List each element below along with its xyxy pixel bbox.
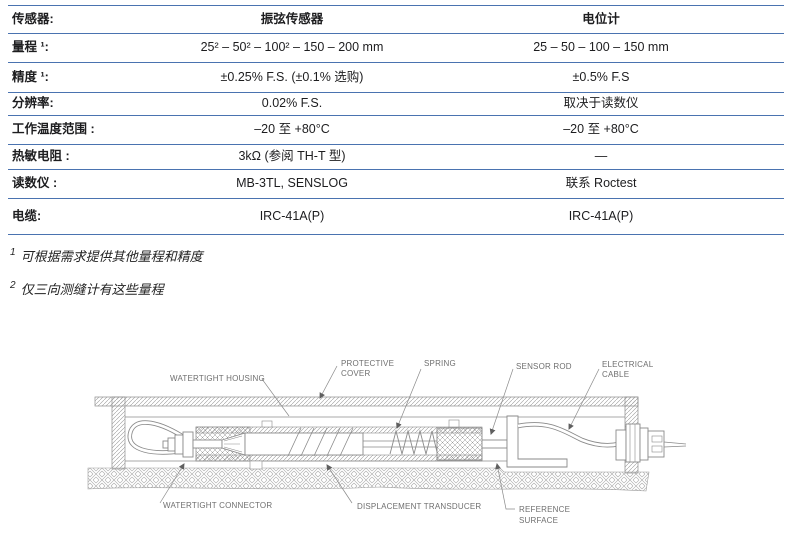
vw-value: 25² – 50² – 100² – 150 – 200 mm (200, 40, 384, 55)
label-watertight-housing: WATERTIGHT HOUSING (170, 374, 265, 383)
pot-value: 电位计 (582, 11, 620, 26)
label-reference-surface-1: REFERENCE (519, 505, 570, 514)
leader-lines (159, 365, 600, 510)
table-row-thermistor: 热敏电阻 : 3kΩ (参阅 TH-T 型) — (8, 144, 784, 169)
vw-value: ±0.25% F.S. (±0.1% 选购) (220, 69, 364, 84)
sensor-assembly (127, 415, 687, 470)
label-protective-cover-2: COVER (341, 369, 370, 378)
pot-value: 取决于读数仪 (563, 96, 639, 111)
ground-hatching (87, 467, 650, 492)
footnote-2: 2 仅三向测缝计有这些量程 (10, 276, 203, 300)
spec-table: 传感器: 振弦传感器 电位计 量程 ¹: 25² – 50² – 100² – … (8, 5, 784, 235)
table-row-sensor: 传感器: 振弦传感器 电位计 (8, 5, 784, 33)
table-row-readout: 读数仪 : MB-3TL, SENSLOG 联系 Roctest (8, 169, 784, 198)
pot-value: IRC-41A(P) (568, 208, 634, 223)
row-label: 传感器: (12, 11, 54, 26)
diagram-labels: WATERTIGHT HOUSING PROTECTIVE COVER SPRI… (163, 359, 654, 525)
vw-value: –20 至 +80°C (254, 122, 330, 137)
bulkhead-connector-shape (615, 423, 687, 463)
sensor-cross-section-diagram: WATERTIGHT HOUSING PROTECTIVE COVER SPRI… (87, 359, 687, 525)
vw-value: IRC-41A(P) (259, 208, 325, 223)
reference-surface-bracket (506, 415, 568, 468)
label-sensor-rod: SENSOR ROD (516, 362, 572, 371)
vw-value: 0.02% F.S. (261, 96, 323, 111)
spring-shape (389, 419, 483, 461)
pot-value: — (594, 149, 608, 164)
footnote-marker: 1 (10, 247, 16, 258)
pot-value: –20 至 +80°C (563, 122, 639, 137)
label-watertight-connector: WATERTIGHT CONNECTOR (163, 501, 272, 510)
footnote-marker: 2 (10, 280, 16, 291)
label-electrical-cable-2: CABLE (602, 370, 629, 379)
table-row-temperature: 工作温度范围 : –20 至 +80°C –20 至 +80°C (8, 115, 784, 144)
label-displacement-transducer: DISPLACEMENT TRANSDUCER (357, 502, 481, 511)
pot-value: 25 – 50 – 100 – 150 mm (533, 40, 669, 55)
footnote-text: 可根据需求提供其他量程和精度 (20, 249, 203, 264)
table-row-accuracy: 精度 ¹: ±0.25% F.S. (±0.1% 选购) ±0.5% F.S (8, 62, 784, 92)
pot-value: 联系 Roctest (565, 176, 637, 191)
displacement-transducer-shape (192, 427, 437, 457)
row-label: 分辨率: (12, 96, 54, 111)
label-reference-surface-2: SURFACE (519, 516, 558, 525)
pot-value: ±0.5% F.S (572, 69, 630, 84)
label-protective-cover-1: PROTECTIVE (341, 359, 394, 368)
cable-loop (127, 420, 184, 455)
row-label: 量程 ¹: (12, 40, 49, 55)
row-label: 精度 ¹: (12, 69, 49, 84)
footnote-text: 仅三向测缝计有这些量程 (20, 282, 164, 297)
table-row-cable: 电缆: IRC-41A(P) IRC-41A(P) (8, 198, 784, 234)
vw-value: 3kΩ (参阅 TH-T 型) (238, 149, 346, 164)
label-electrical-cable-1: ELECTRICAL (602, 360, 654, 369)
row-label: 工作温度范围 : (12, 122, 95, 137)
vw-value: 振弦传感器 (260, 11, 324, 26)
row-label: 电缆: (12, 208, 42, 223)
row-label: 读数仪 : (12, 176, 58, 191)
electrical-cable-shape (517, 422, 620, 448)
footnotes: 1 可根据需求提供其他量程和精度 2 仅三向测缝计有这些量程 (10, 243, 203, 309)
sensor-rod-shape (481, 439, 508, 449)
footnote-1: 1 可根据需求提供其他量程和精度 (10, 243, 203, 267)
label-spring: SPRING (424, 359, 456, 368)
row-label: 热敏电阻 : (12, 149, 70, 164)
table-row-resolution: 分辨率: 0.02% F.S. 取决于读数仪 (8, 92, 784, 115)
vw-value: MB-3TL, SENSLOG (236, 176, 348, 191)
table-row-range: 量程 ¹: 25² – 50² – 100² – 150 – 200 mm 25… (8, 33, 784, 62)
